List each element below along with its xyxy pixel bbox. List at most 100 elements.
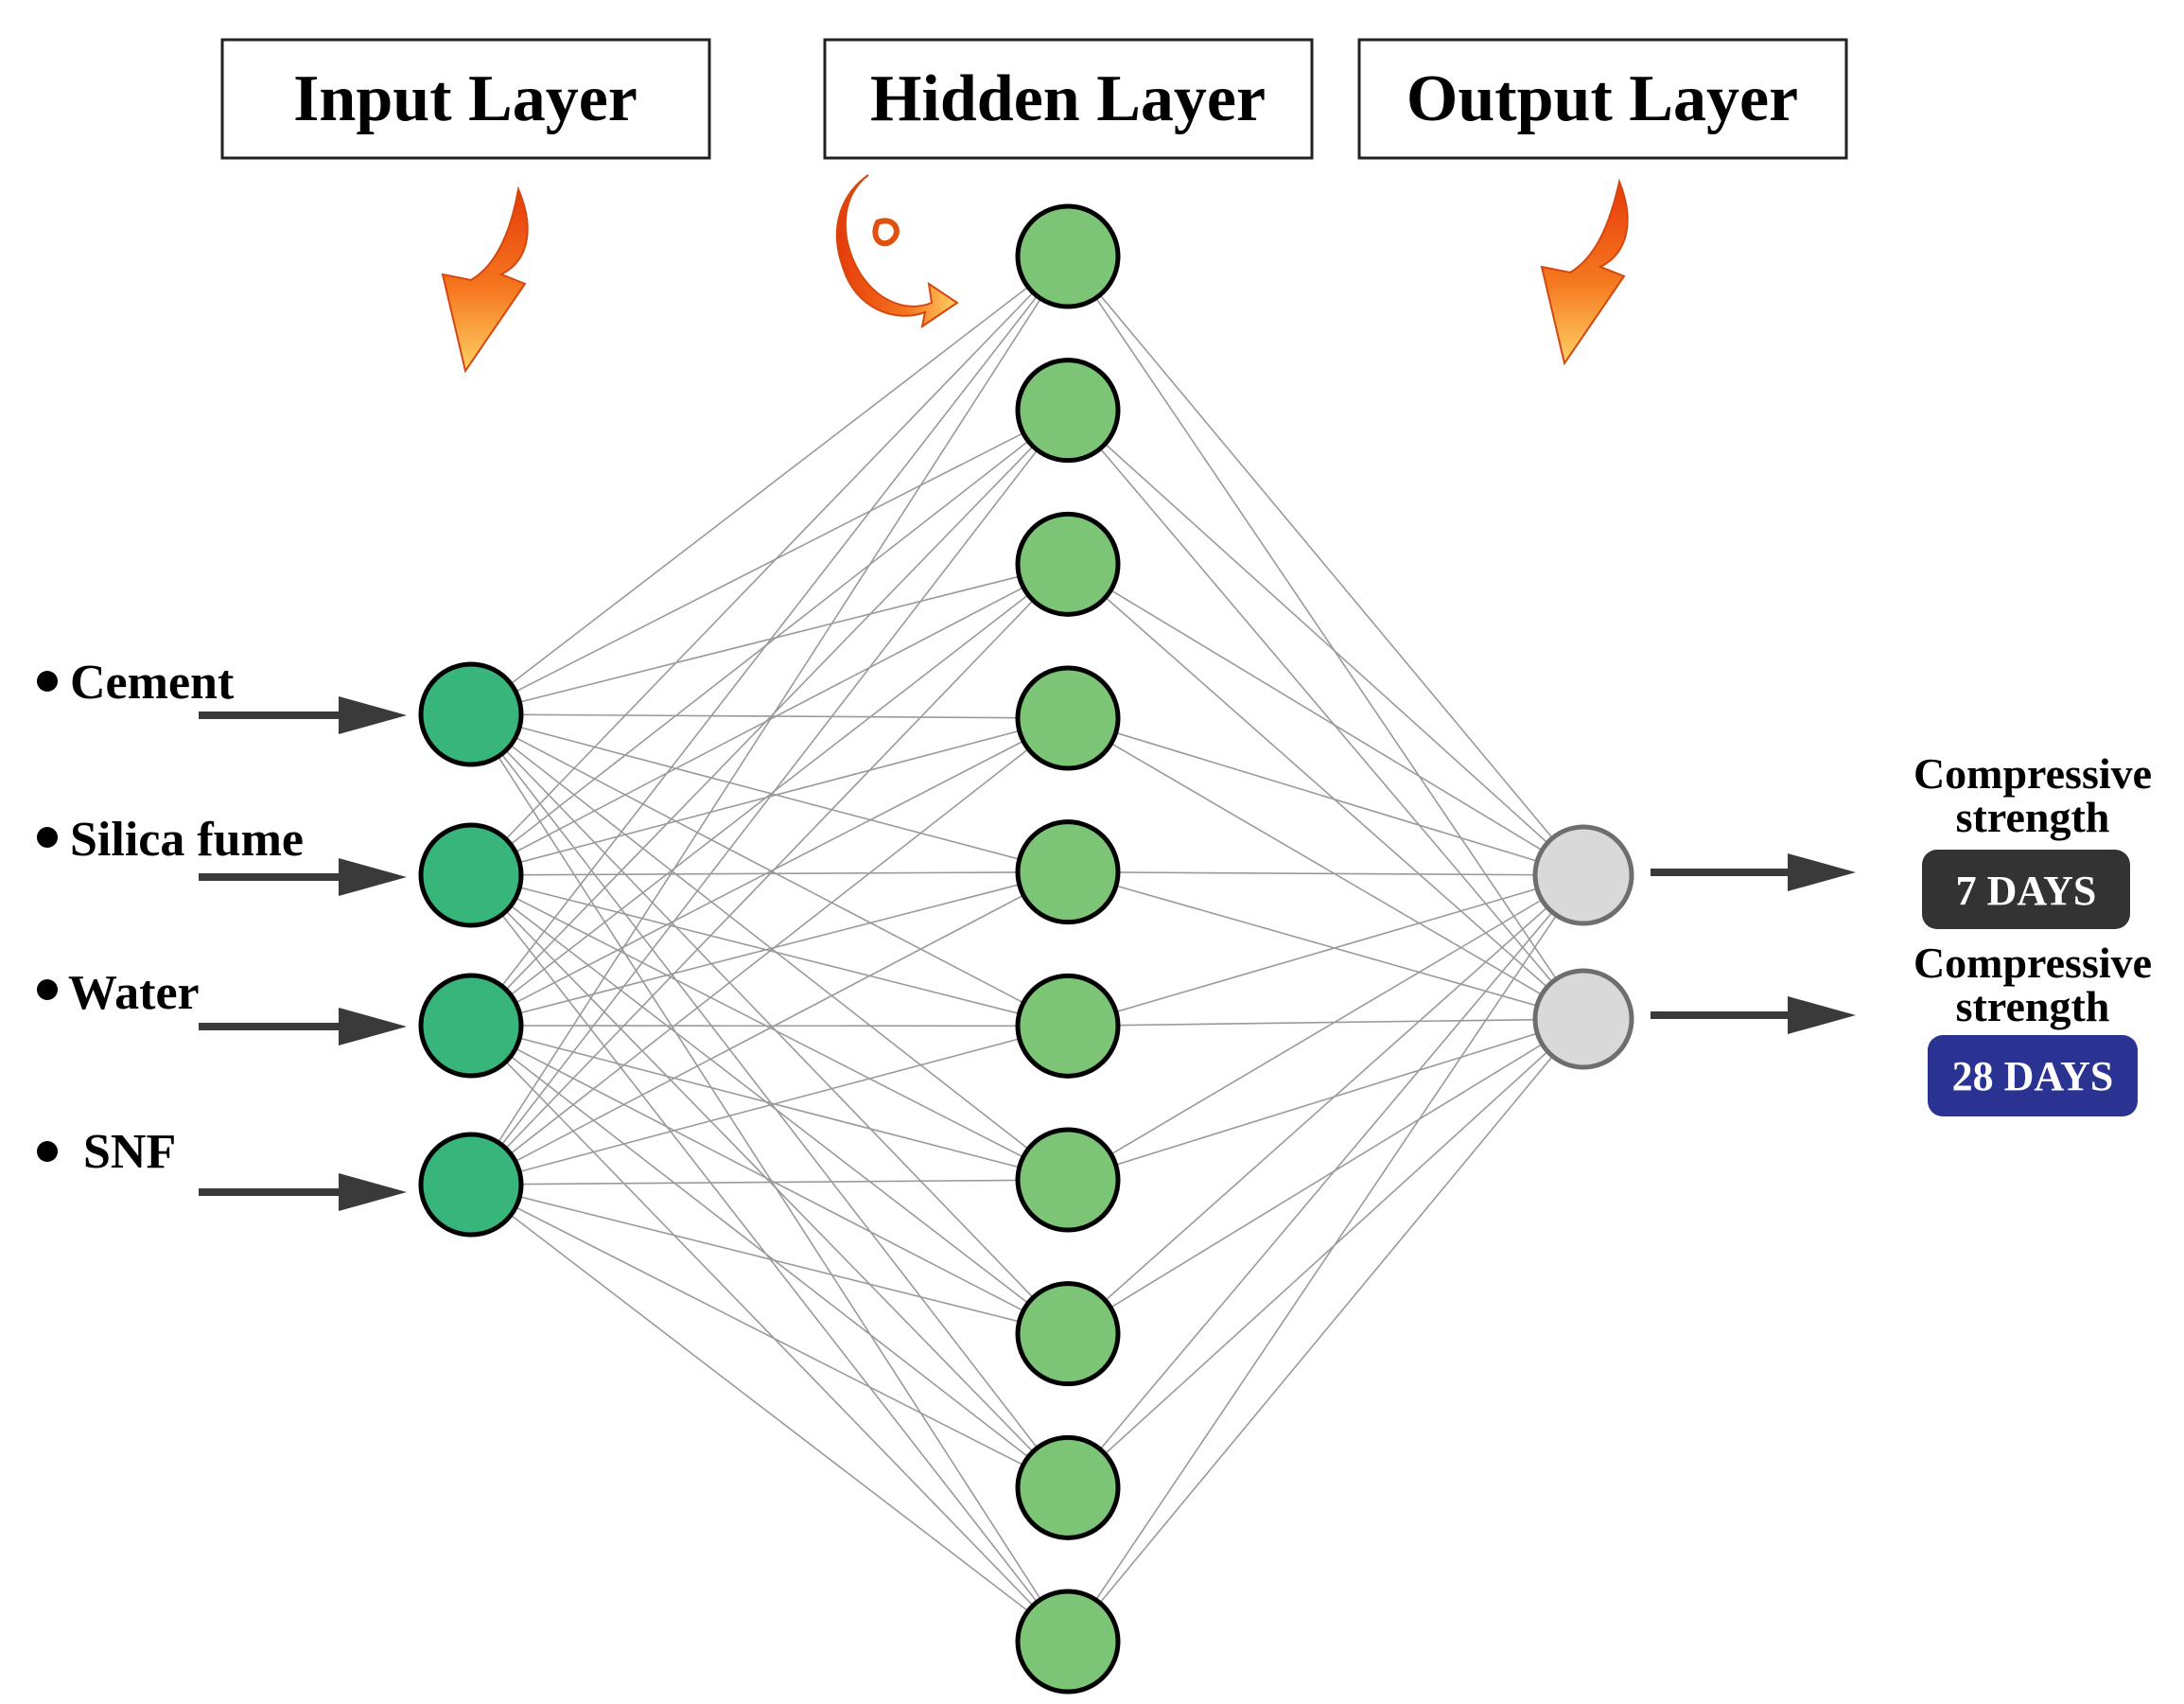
- connection-input-3-hidden-2: [470, 563, 1069, 1186]
- input-label-water: Water: [37, 966, 200, 1020]
- connection-hidden-2-output-0: [1067, 563, 1584, 876]
- connection-input-0-hidden-0: [470, 255, 1069, 715]
- connection-input-2-hidden-7: [470, 1025, 1069, 1335]
- connection-hidden-5-output-1: [1067, 1018, 1584, 1028]
- connection-input-1-hidden-1: [470, 410, 1069, 876]
- connection-input-2-hidden-3: [470, 717, 1069, 1027]
- hidden-node-0: [1015, 203, 1121, 309]
- hidden-layer-swirl-arrow-icon: [835, 174, 959, 329]
- connection-hidden-6-output-0: [1067, 874, 1584, 1181]
- bullet-icon: [37, 1141, 58, 1162]
- connection-input-3-hidden-7: [470, 1184, 1069, 1335]
- connection-input-3-hidden-6: [470, 1179, 1069, 1186]
- connection-hidden-8-output-1: [1067, 1018, 1584, 1488]
- bullet-icon: [37, 671, 58, 692]
- connection-input-0-hidden-6: [470, 713, 1069, 1181]
- connection-input-2-hidden-6: [470, 1025, 1069, 1181]
- hidden-node-5: [1015, 973, 1121, 1079]
- connection-input-0-hidden-8: [470, 713, 1069, 1488]
- bullet-icon: [37, 827, 58, 848]
- connection-input-2-hidden-8: [470, 1025, 1069, 1488]
- output-node-1: [1532, 968, 1634, 1070]
- hidden-node-4: [1015, 819, 1121, 925]
- output-nodes: [1532, 824, 1634, 1070]
- connection-input-3-hidden-5: [470, 1025, 1069, 1186]
- input-arrow-icon-1: [199, 858, 407, 896]
- hidden-node-7: [1015, 1281, 1121, 1387]
- badge-28-days: [1928, 1035, 2138, 1116]
- input-label-cement: Cement: [37, 656, 235, 710]
- connection-hidden-4-output-0: [1067, 870, 1584, 876]
- output-arrows: [1651, 853, 1856, 1034]
- connection-hidden-9-output-0: [1067, 874, 1584, 1643]
- connection-input-3-hidden-1: [470, 410, 1069, 1186]
- connection-input-3-hidden-4: [470, 870, 1069, 1186]
- output-node-0: [1532, 824, 1634, 926]
- header-hidden-layer-text: Hidden Layer: [870, 62, 1266, 135]
- connections: [470, 255, 1584, 1643]
- output-arrow-icon-1: [1651, 996, 1856, 1034]
- output-caption-line1: Compressive: [1913, 749, 2152, 798]
- connection-input-2-hidden-2: [470, 563, 1069, 1027]
- connection-hidden-3-output-0: [1067, 717, 1584, 876]
- connection-input-1-hidden-0: [470, 255, 1069, 876]
- connection-input-0-hidden-9: [470, 713, 1069, 1643]
- connection-hidden-1-output-0: [1067, 410, 1584, 876]
- connection-input-2-hidden-0: [470, 255, 1069, 1027]
- connection-hidden-9-output-1: [1067, 1018, 1584, 1643]
- input-label-silica-fume: Silica fume: [37, 813, 304, 867]
- hidden-nodes: [1015, 203, 1121, 1695]
- hidden-node-9: [1015, 1589, 1121, 1695]
- output-caption-28-days: Compressive strength 28 DAYS: [1913, 939, 2152, 1116]
- connection-input-3-hidden-3: [470, 717, 1069, 1186]
- badge-28-days-text: 28 DAYS: [1952, 1053, 2114, 1099]
- header-input-layer: Input Layer: [220, 38, 711, 160]
- input-node-3: [418, 1132, 524, 1238]
- connection-input-2-hidden-4: [470, 870, 1069, 1027]
- connection-input-2-hidden-1: [470, 410, 1069, 1027]
- bullet-icon: [37, 979, 58, 1000]
- header-output-layer-text: Output Layer: [1406, 62, 1798, 135]
- output-caption-line2: strength: [1956, 793, 2110, 841]
- hidden-node-1: [1015, 358, 1121, 464]
- connection-hidden-4-output-1: [1067, 870, 1584, 1020]
- connection-hidden-0-output-1: [1067, 255, 1584, 1020]
- connection-input-0-hidden-7: [470, 713, 1069, 1335]
- connection-input-3-hidden-0: [470, 255, 1069, 1186]
- connection-hidden-3-output-1: [1067, 717, 1584, 1020]
- output-layer-swirl-arrow-icon: [1540, 178, 1629, 366]
- output-caption-line1: Compressive: [1913, 939, 2152, 987]
- header-hidden-layer: Hidden Layer: [823, 38, 1314, 160]
- input-label-silica-fume-text: Silica fume: [70, 813, 304, 867]
- connection-input-1-hidden-9: [470, 874, 1069, 1643]
- input-nodes: [418, 661, 524, 1238]
- input-arrow-icon-2: [199, 1008, 407, 1045]
- connection-input-0-hidden-3: [470, 713, 1069, 719]
- input-arrow-icon-3: [199, 1173, 407, 1211]
- hidden-node-6: [1015, 1127, 1121, 1233]
- connection-hidden-6-output-1: [1067, 1018, 1584, 1181]
- connection-hidden-7-output-1: [1067, 1018, 1584, 1335]
- connection-input-2-hidden-9: [470, 1025, 1069, 1643]
- input-label-snf: SNF: [37, 1125, 176, 1179]
- output-caption-line2: strength: [1956, 982, 2110, 1030]
- input-arrow-icon-0: [199, 696, 407, 734]
- connection-input-0-hidden-4: [470, 713, 1069, 873]
- header-output-layer: Output Layer: [1357, 38, 1848, 160]
- badge-7-days: [1922, 850, 2130, 929]
- connection-hidden-5-output-0: [1067, 874, 1584, 1028]
- connection-hidden-0-output-0: [1067, 255, 1584, 876]
- connection-input-0-hidden-2: [470, 563, 1069, 715]
- connection-input-0-hidden-1: [470, 409, 1069, 715]
- hidden-node-2: [1015, 511, 1121, 617]
- input-node-1: [418, 822, 524, 928]
- badge-7-days-text: 7 DAYS: [1956, 868, 2097, 914]
- input-label-snf-text: SNF: [83, 1125, 176, 1179]
- hidden-node-3: [1015, 665, 1121, 771]
- input-node-2: [418, 973, 524, 1079]
- output-caption-7-days: Compressive strength 7 DAYS: [1913, 749, 2152, 929]
- connection-hidden-8-output-0: [1067, 874, 1584, 1488]
- connection-input-3-hidden-9: [470, 1184, 1069, 1643]
- connection-input-1-hidden-7: [470, 874, 1069, 1335]
